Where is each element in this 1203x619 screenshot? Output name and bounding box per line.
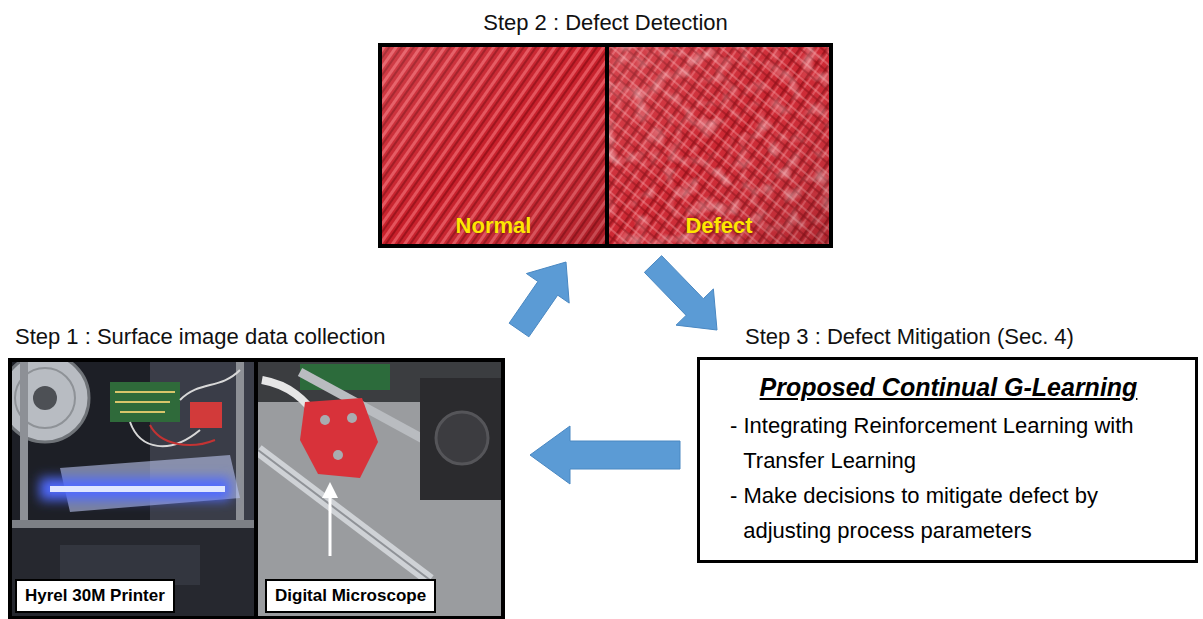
method-title: Proposed Continual G-Learning <box>722 370 1175 404</box>
red-bracket <box>300 398 378 478</box>
fan <box>436 412 488 464</box>
photo-panel: Digital Microscope <box>258 362 501 619</box>
pointer-arrow <box>329 496 332 556</box>
light-shading <box>609 47 829 244</box>
step-heading: Step 3 : Defect Mitigation (Sec. 4) <box>697 322 1198 357</box>
hatch-texture <box>609 47 829 244</box>
photo-background <box>12 362 254 619</box>
bullet-item: - Integrating Reinforcement Learning wit… <box>730 408 1175 478</box>
printer-photo <box>12 362 254 619</box>
image-label: Defect <box>685 213 752 238</box>
light-shading <box>382 47 605 244</box>
collection-panel: Step 1 : Surface image data collectionHy… <box>8 322 505 619</box>
photo-background <box>258 362 501 619</box>
bolt <box>347 413 357 423</box>
flow-arrow <box>530 426 680 484</box>
wires <box>150 425 215 445</box>
photo-separator <box>254 362 258 619</box>
flow-arrow <box>509 262 569 337</box>
flow-arrow <box>644 256 717 330</box>
mottle-texture <box>609 47 829 244</box>
photo-label: Digital Microscope <box>265 579 436 613</box>
frame-bar <box>12 520 254 528</box>
surface-image: Defect <box>609 47 829 244</box>
bolt <box>320 415 330 425</box>
bolt <box>333 450 343 460</box>
light-strip <box>50 486 225 492</box>
blue-light-glow <box>40 478 230 500</box>
print-head-bracket <box>190 402 222 428</box>
stripe-texture <box>382 47 605 244</box>
panel-frame <box>378 43 833 248</box>
texture-base <box>609 47 829 244</box>
spool-hub <box>33 386 57 410</box>
microscope-photo <box>258 362 501 619</box>
defect-surface-texture <box>609 47 829 244</box>
pointer-arrowhead <box>322 482 338 498</box>
surface-image: Normal <box>382 47 605 244</box>
cross-hatch-texture <box>609 47 829 244</box>
printer-base <box>12 528 254 619</box>
method-box: Proposed Continual G-Learning - Integrati… <box>697 357 1198 563</box>
step-heading: Step 2 : Defect Detection <box>378 8 833 38</box>
bullet-item: - Make decisions to mitigate defect by a… <box>730 478 1175 548</box>
image-label: Normal <box>456 213 532 238</box>
step-heading: Step 1 : Surface image data collection <box>8 322 505 352</box>
mitigation-box: Step 3 : Defect Mitigation (Sec. 4)Propo… <box>697 322 1198 563</box>
photo-panel: Hyrel 30M Printer <box>12 362 254 619</box>
normal-surface-texture <box>382 47 605 244</box>
wires <box>130 370 240 446</box>
circuit-board <box>110 382 180 422</box>
motor-block <box>420 378 501 500</box>
image-separator <box>605 47 609 244</box>
detection-panel: Step 2 : Defect DetectionNormal Defect <box>378 8 833 248</box>
board-traces <box>115 392 175 412</box>
photo-label: Hyrel 30M Printer <box>15 579 175 613</box>
